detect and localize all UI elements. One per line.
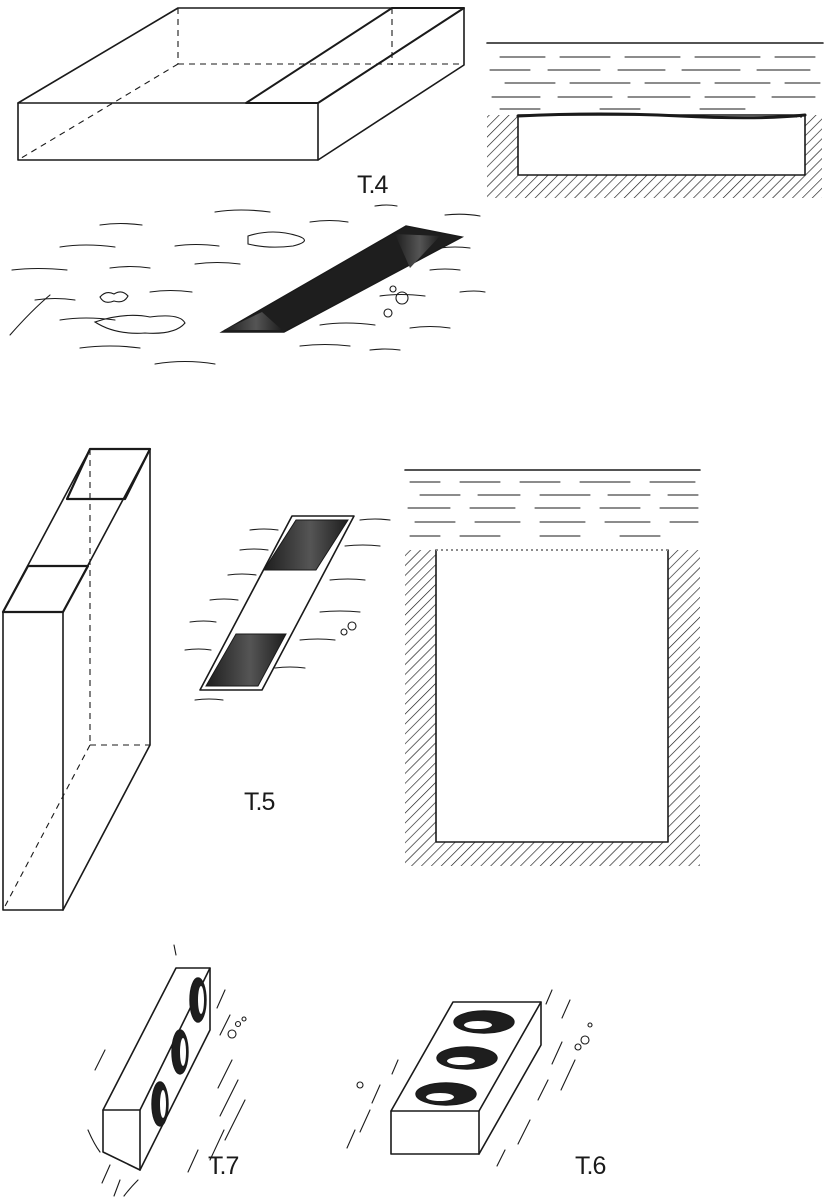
t6-three-hole-block-flat: [346, 989, 593, 1167]
t5-tall-box-isometric: [1, 447, 152, 911]
t5-embedded-in-ground: [184, 515, 391, 701]
t7-three-hole-block-tilted: [87, 944, 247, 1197]
t4-box-isometric: [17, 7, 465, 161]
label-t4: T.4: [357, 171, 388, 199]
t4-embedded-in-ground: [9, 204, 486, 365]
t4-cross-section: [486, 42, 824, 198]
t5-cross-section: [404, 469, 701, 866]
label-t6: T.6: [575, 1152, 605, 1180]
label-t5: T.5: [244, 788, 274, 816]
label-t7: T.7: [208, 1152, 238, 1180]
